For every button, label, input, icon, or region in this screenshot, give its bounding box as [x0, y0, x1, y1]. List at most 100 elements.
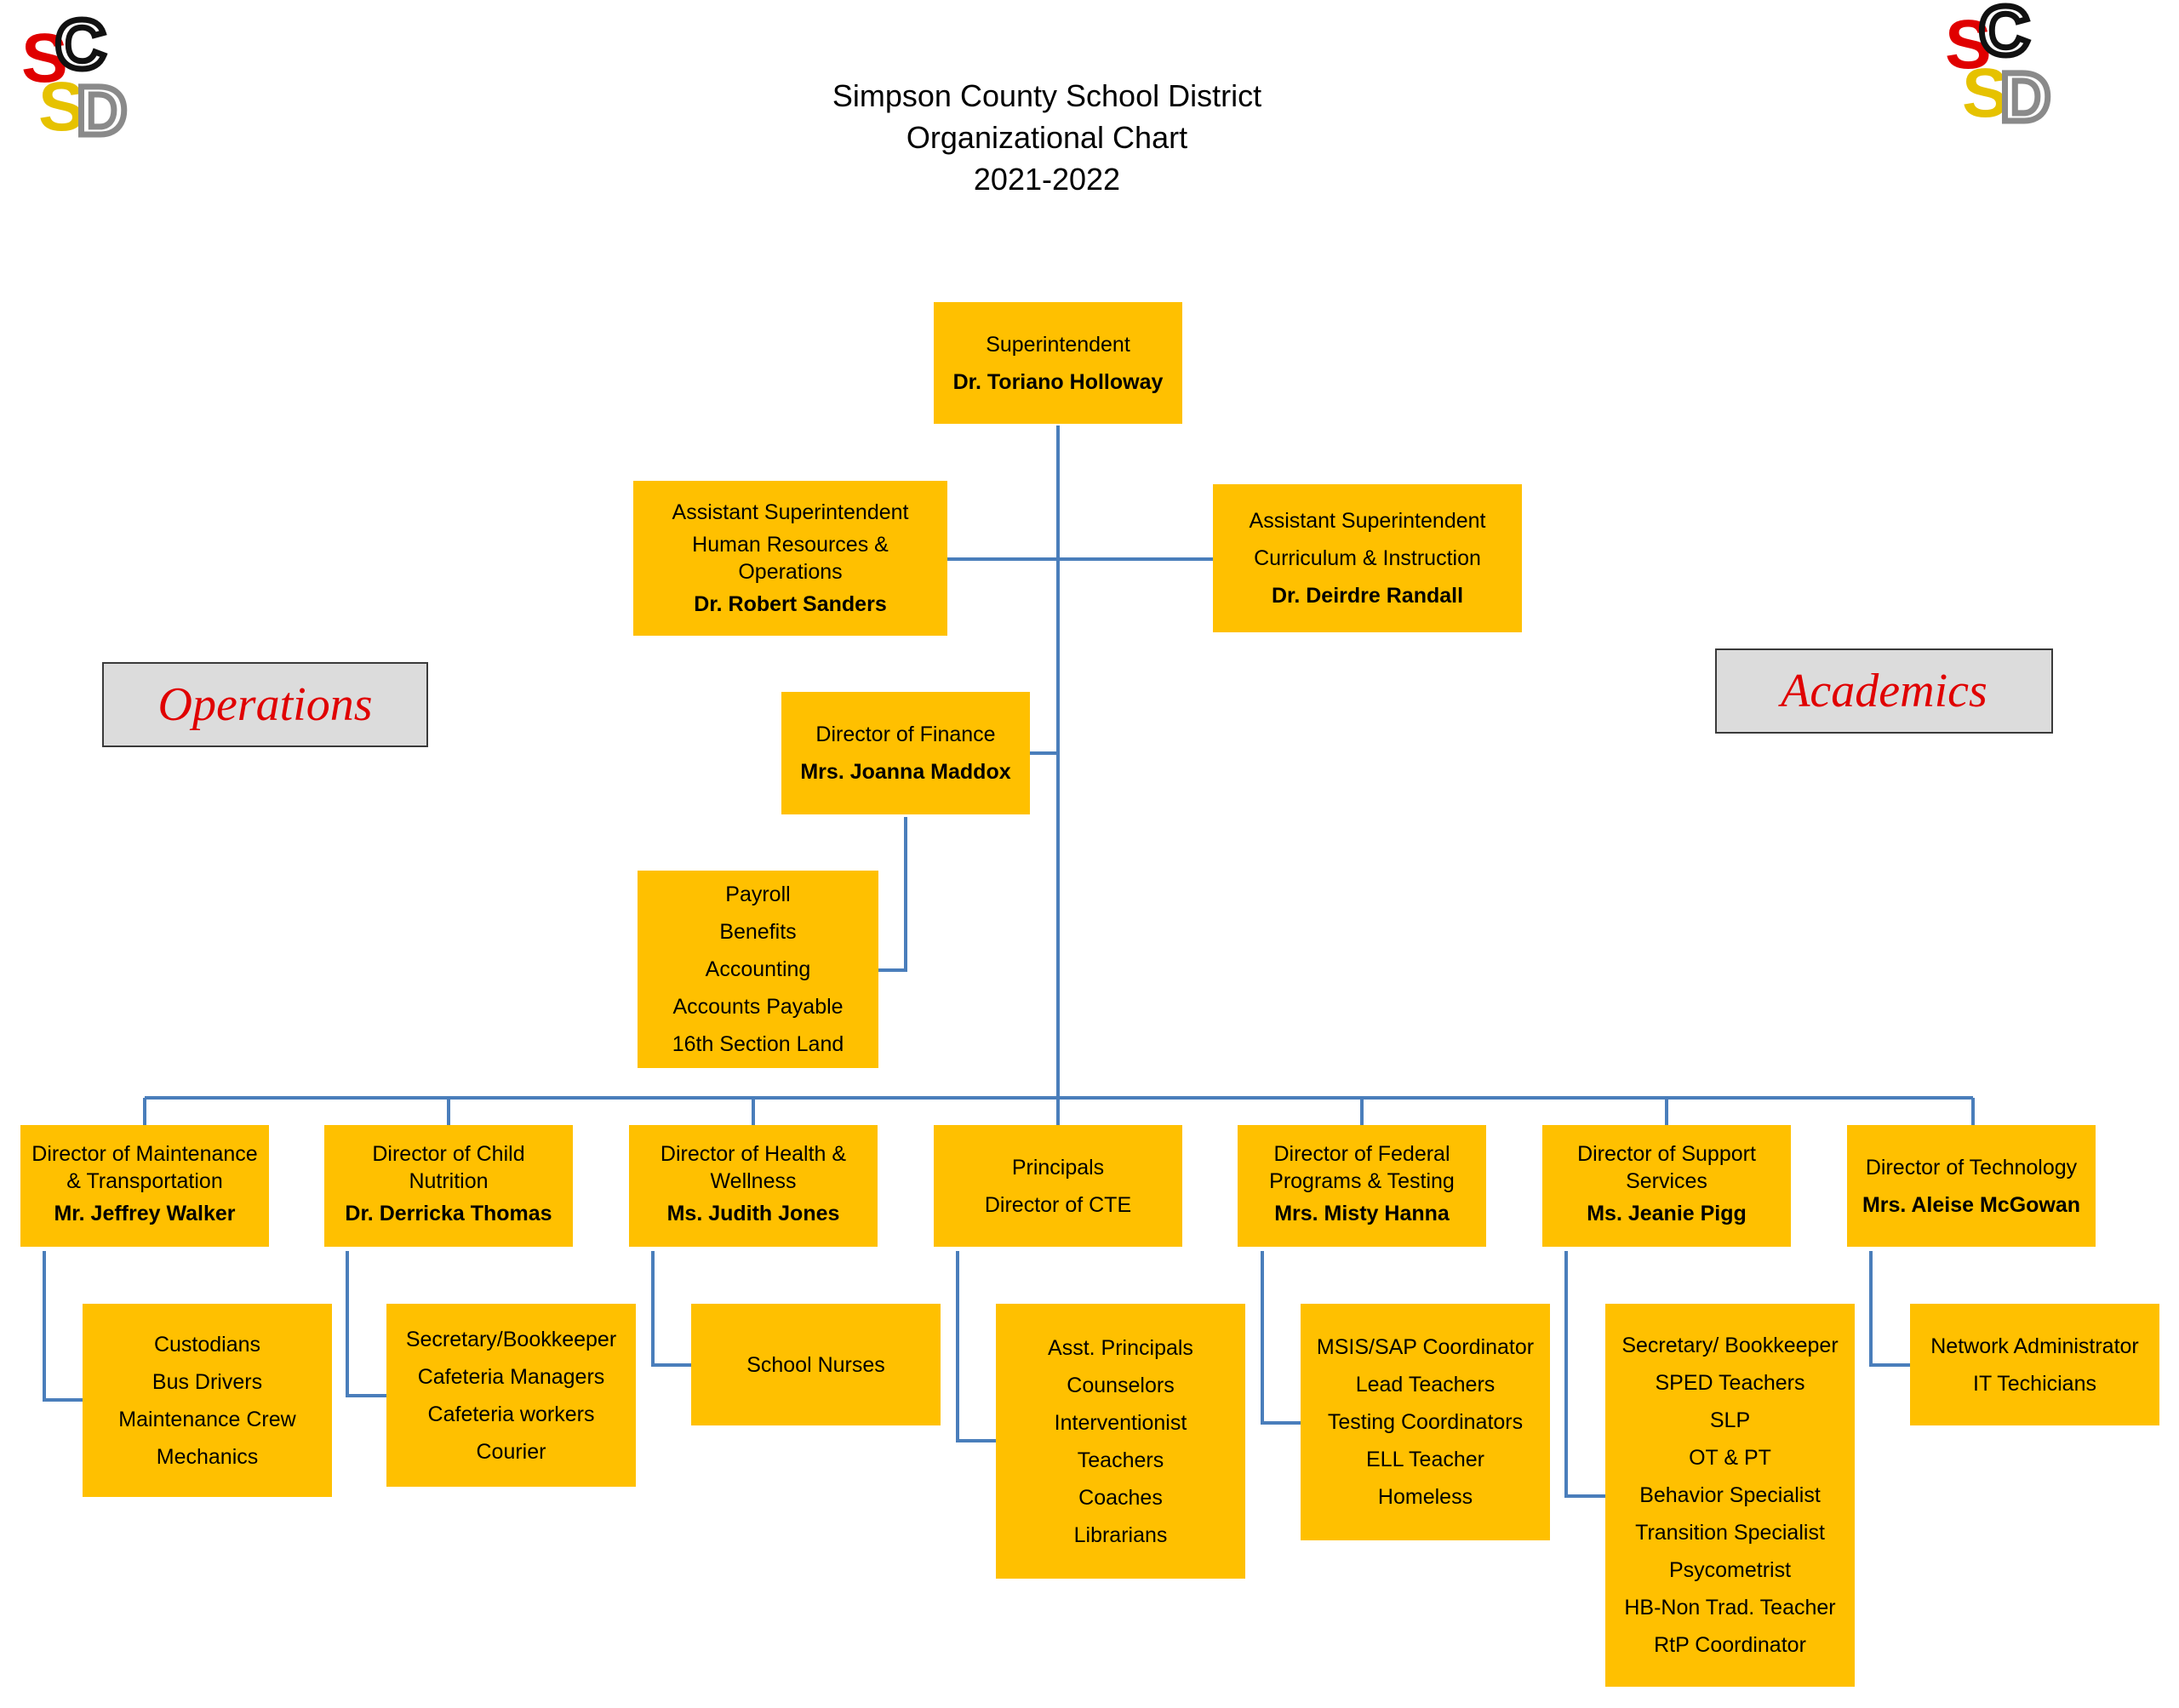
director-support-services-box: Director of Support Services Ms. Jeanie …	[1542, 1125, 1791, 1247]
asst-ci-role-1: Assistant Superintendent	[1249, 509, 1486, 533]
finance-staff-item: Accounts Payable	[672, 995, 844, 1019]
staff-item: Bus Drivers	[152, 1369, 263, 1394]
svg-text:S: S	[1962, 54, 2009, 132]
director-child-nutrition-box: Director of Child Nutrition Dr. Derricka…	[324, 1125, 573, 1247]
staff-item: MSIS/SAP Coordinator	[1316, 1335, 1535, 1359]
svg-text:S: S	[21, 20, 68, 97]
staff-item: Coaches	[1078, 1485, 1163, 1510]
director-role-line: Director of CTE	[984, 1192, 1132, 1217]
asst-hr-role-2: Human Resources &	[692, 533, 889, 557]
principals-staff-box: Asst. Principals Counselors Intervention…	[996, 1304, 1245, 1579]
staff-item: Secretary/ Bookkeeper	[1621, 1334, 1839, 1357]
federal-programs-staff-box: MSIS/SAP Coordinator Lead Teachers Testi…	[1301, 1304, 1550, 1540]
svg-text:D: D	[77, 72, 127, 147]
svg-text:S: S	[38, 68, 85, 146]
director-role-line: Director of Child	[372, 1141, 525, 1166]
title-line-3: 2021-2022	[973, 162, 1121, 197]
finance-staff-item: Payroll	[725, 883, 791, 906]
staff-item: Lead Teachers	[1355, 1373, 1496, 1397]
staff-item: Secretary/Bookkeeper	[405, 1327, 617, 1351]
staff-item: Network Administrator	[1930, 1334, 2139, 1358]
staff-item: Cafeteria Managers	[417, 1364, 605, 1389]
director-role-line: Director of Maintenance	[31, 1141, 258, 1166]
staff-item: HB-Non Trad. Teacher	[1624, 1596, 1836, 1619]
director-maintenance-box: Director of Maintenance & Transportation…	[20, 1125, 269, 1247]
asst-superintendent-hr-box: Assistant Superintendent Human Resources…	[633, 481, 947, 636]
finance-staff-item: Accounting	[705, 957, 811, 981]
staff-item: RtP Coordinator	[1654, 1633, 1806, 1657]
director-technology-box: Director of Technology Mrs. Aleise McGow…	[1847, 1125, 2096, 1247]
asst-hr-role-1: Assistant Superintendent	[672, 500, 909, 524]
svg-text:D: D	[2000, 59, 2050, 134]
finance-name: Mrs. Joanna Maddox	[800, 760, 1011, 784]
staff-item: Cafeteria workers	[427, 1402, 595, 1426]
director-role-line: Director of Support	[1577, 1141, 1756, 1166]
staff-item: Psycometrist	[1668, 1558, 1792, 1582]
director-health-box: Director of Health & Wellness Ms. Judith…	[629, 1125, 878, 1247]
operations-label: Operations	[102, 662, 428, 747]
district-logo-left: S C S D	[21, 15, 130, 147]
staff-item: Asst. Principals	[1048, 1335, 1193, 1360]
staff-item: Counselors	[1067, 1373, 1175, 1397]
director-role-line: Director of Health &	[660, 1141, 847, 1166]
operations-label-text: Operations	[157, 678, 373, 731]
asst-ci-name: Dr. Deirdre Randall	[1271, 584, 1464, 608]
finance-director-box: Director of Finance Mrs. Joanna Maddox	[781, 692, 1030, 814]
technology-staff-box: Network Administrator IT Techicians	[1910, 1304, 2159, 1425]
director-role-line: & Transportation	[66, 1168, 223, 1193]
staff-item: Teachers	[1077, 1448, 1164, 1472]
director-role-line: Nutrition	[409, 1168, 489, 1193]
academics-label-text: Academics	[1781, 665, 1987, 717]
director-federal-programs-box: Director of Federal Programs & Testing M…	[1238, 1125, 1486, 1247]
svg-text:C: C	[1979, 2, 2029, 70]
staff-item: IT Techicians	[1973, 1371, 2096, 1396]
staff-item: SPED Teachers	[1655, 1371, 1805, 1395]
staff-item: School Nurses	[746, 1352, 885, 1377]
director-name: Mr. Jeffrey Walker	[54, 1201, 236, 1225]
svg-text:S: S	[1945, 6, 1992, 83]
staff-item: Courier	[476, 1439, 546, 1464]
director-name: Ms. Judith Jones	[666, 1201, 840, 1225]
staff-item: Maintenance Crew	[118, 1407, 296, 1431]
director-name: Dr. Derricka Thomas	[345, 1201, 552, 1225]
staff-item: Transition Specialist	[1635, 1521, 1825, 1545]
staff-item: Custodians	[153, 1332, 261, 1357]
staff-item: Librarians	[1073, 1522, 1168, 1547]
staff-item: Behavior Specialist	[1639, 1483, 1821, 1507]
director-role-line: Director of Technology	[1865, 1155, 2078, 1180]
support-services-staff-box: Secretary/ Bookkeeper SPED Teachers SLP …	[1605, 1304, 1855, 1687]
asst-hr-name: Dr. Robert Sanders	[694, 592, 887, 616]
director-role-line: Wellness	[710, 1168, 797, 1193]
staff-item: Testing Coordinators	[1327, 1410, 1524, 1434]
staff-item: ELL Teacher	[1366, 1448, 1484, 1471]
director-role-line: Services	[1626, 1168, 1707, 1193]
principals-box: Principals Director of CTE	[934, 1125, 1182, 1247]
director-name: Mrs. Aleise McGowan	[1862, 1192, 2081, 1217]
director-role-line: Principals	[1011, 1155, 1105, 1180]
superintendent-role: Superintendent	[986, 332, 1130, 357]
superintendent-name: Dr. Toriano Holloway	[952, 369, 1164, 394]
title-line-1: Simpson County School District	[832, 78, 1262, 113]
finance-role: Director of Finance	[815, 723, 996, 746]
staff-item: Mechanics	[156, 1444, 259, 1469]
asst-superintendent-ci-box: Assistant Superintendent Curriculum & In…	[1213, 484, 1522, 632]
academics-label: Academics	[1715, 648, 2053, 734]
branch-finance-staff	[878, 817, 907, 972]
maintenance-staff-box: Custodians Bus Drivers Maintenance Crew …	[83, 1304, 332, 1497]
director-role-line: Director of Federal	[1273, 1141, 1450, 1166]
asst-ci-role-2: Curriculum & Instruction	[1254, 546, 1481, 570]
staff-item: Homeless	[1377, 1485, 1473, 1509]
superintendent-box: Superintendent Dr. Toriano Holloway	[934, 302, 1182, 424]
district-logo-right: S C S D	[1945, 2, 2054, 134]
title-line-2: Organizational Chart	[906, 120, 1188, 155]
director-name: Ms. Jeanie Pigg	[1587, 1201, 1747, 1225]
asst-hr-role-3: Operations	[738, 560, 843, 584]
finance-staff-box: Payroll Benefits Accounting Accounts Pay…	[638, 871, 878, 1068]
staff-item: OT & PT	[1689, 1446, 1771, 1470]
director-name: Mrs. Misty Hanna	[1274, 1201, 1450, 1225]
staff-item: Interventionist	[1054, 1410, 1187, 1435]
svg-text:C: C	[55, 15, 106, 83]
staff-item: SLP	[1709, 1408, 1751, 1432]
chart-title: Simpson County School District Organizat…	[766, 75, 1328, 200]
